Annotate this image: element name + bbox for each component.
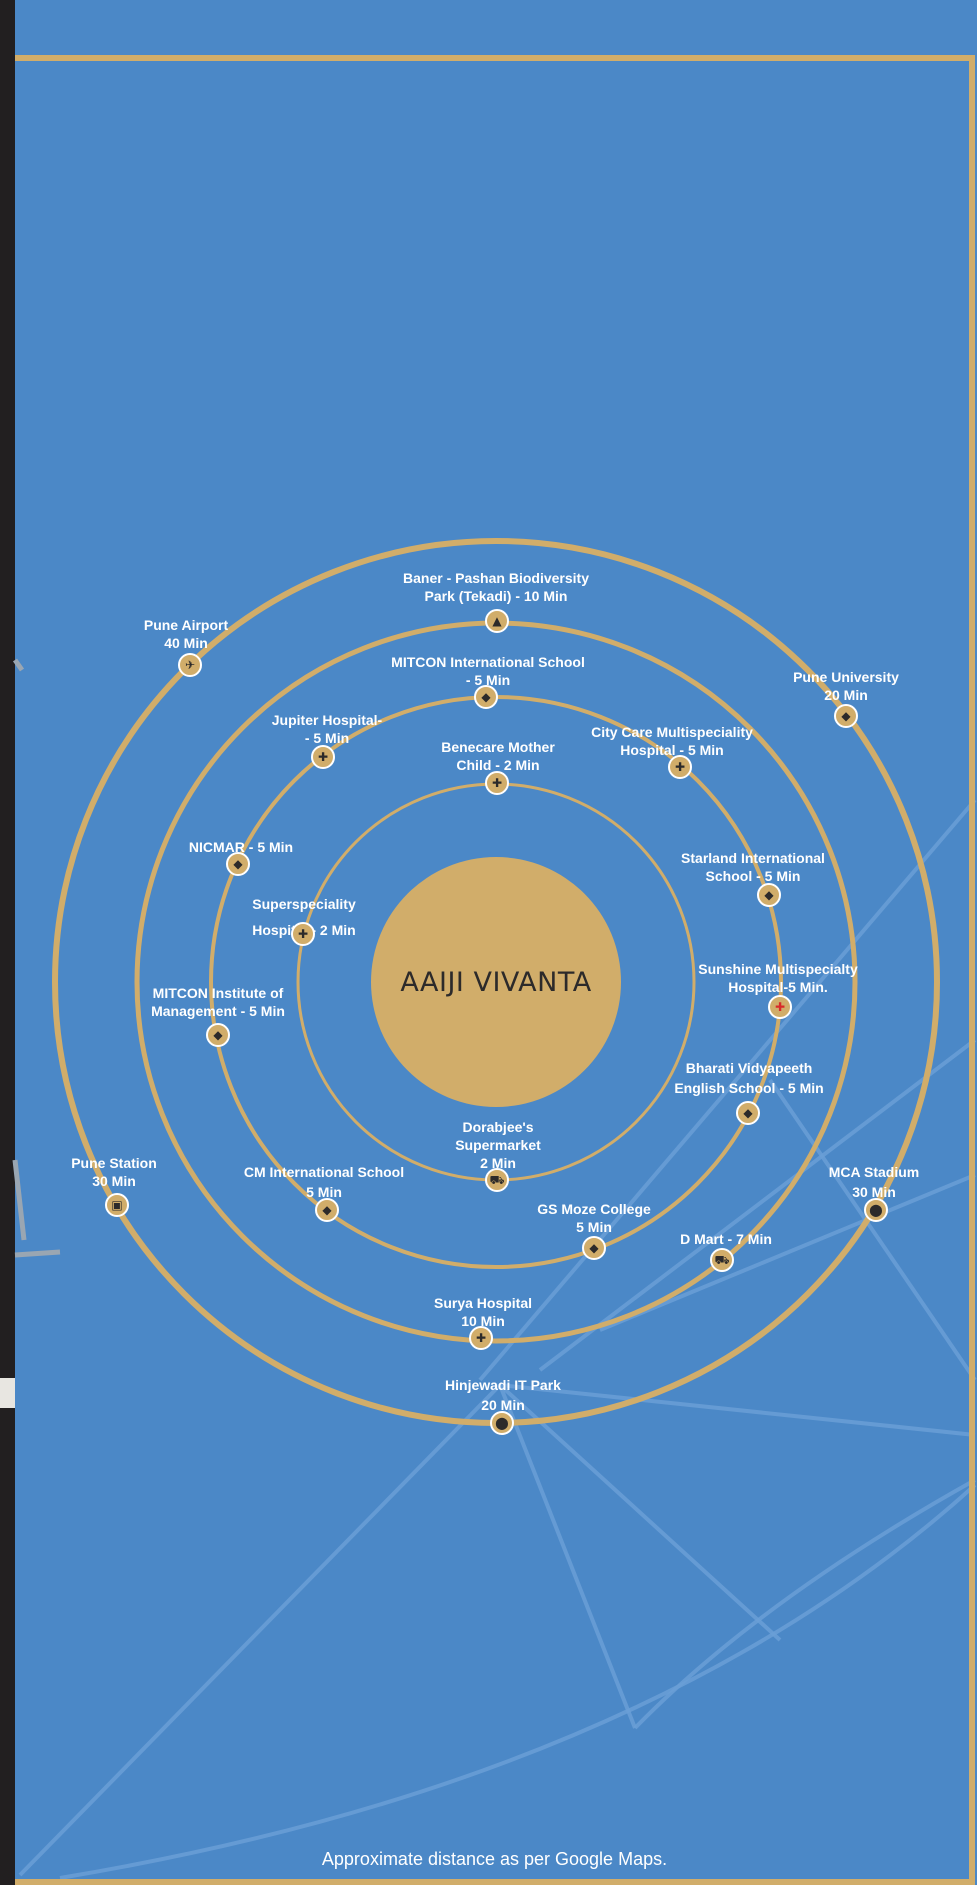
project-title: AAIJI VIVANTA	[400, 966, 592, 998]
place-label-mca-stadium: MCA Stadium 30 Min	[828, 1164, 920, 1200]
map-pin-icon: ⬤	[490, 1411, 514, 1435]
road-line	[498, 1383, 782, 1642]
road-line	[599, 1173, 976, 1332]
place-label-jupiter-hospital: Jupiter Hospital- - 5 Min	[271, 712, 383, 746]
place-label-bharati-vidyapeeth: Bharati Vidyapeeth English School - 5 Mi…	[674, 1060, 824, 1096]
background-roads	[12, 658, 977, 1880]
frame-border-right	[969, 55, 975, 1885]
place-label-baner-pashan: Baner - Pashan Biodiversity Park (Tekadi…	[403, 570, 589, 604]
medical-cross-icon: ✚	[768, 995, 792, 1019]
graduation-cap-icon: ◆	[226, 852, 250, 876]
graduation-cap-icon: ◆	[474, 685, 498, 709]
road-curve	[59, 1483, 977, 1880]
graduation-cap-icon: ◆	[582, 1236, 606, 1260]
place-label-pune-station: Pune Station 30 Min	[71, 1155, 157, 1189]
train-icon: ▣	[105, 1193, 129, 1217]
road-fragment	[12, 658, 61, 1258]
tree-icon: ▲	[485, 609, 509, 633]
left-edge-strip	[0, 0, 15, 1885]
frame-border-bottom	[15, 1879, 973, 1885]
road-line	[499, 1383, 976, 1437]
graduation-cap-icon: ◆	[206, 1023, 230, 1047]
graduation-cap-icon: ◆	[834, 704, 858, 728]
rail-marker	[0, 1378, 15, 1408]
shopping-cart-icon: ⛟	[710, 1248, 734, 1272]
airplane-icon: ✈	[178, 653, 202, 677]
road-line	[18, 1383, 502, 1877]
road-line	[478, 798, 977, 1382]
place-label-mitcon-institute: MITCON Institute of Management - 5 Min	[151, 985, 285, 1019]
medical-cross-icon: ✚	[291, 922, 315, 946]
place-label-dorabjees: Dorabjee's Supermarket 2 Min	[455, 1119, 541, 1171]
place-label-pune-airport: Pune Airport 40 Min	[143, 617, 229, 651]
medical-cross-icon: ✚	[668, 755, 692, 779]
road-line	[768, 1078, 977, 1382]
place-label-gs-moze-college: GS Moze College 5 Min	[537, 1201, 651, 1235]
project-center-disc: AAIJI VIVANTA	[371, 857, 621, 1107]
medical-cross-icon: ✚	[311, 745, 335, 769]
shopping-cart-icon: ⛟	[485, 1168, 509, 1192]
place-label-benecare: Benecare Mother Child - 2 Min	[441, 739, 555, 773]
place-label-cm-international-school: CM International School 5 Min	[243, 1164, 405, 1200]
road-line	[498, 1384, 637, 1729]
graduation-cap-icon: ◆	[757, 883, 781, 907]
frame-border-top	[15, 55, 973, 61]
place-label-hinjewadi-it-park: Hinjewadi IT Park 20 Min	[445, 1377, 561, 1413]
place-label-starland-school: Starland International School - 5 Min	[681, 850, 825, 884]
graduation-cap-icon: ◆	[315, 1198, 339, 1222]
map-pin-icon: ⬤	[864, 1198, 888, 1222]
place-label-mitcon-international-school: MITCON International School - 5 Min	[391, 654, 585, 688]
place-label-nicmar: NICMAR - 5 Min	[188, 839, 294, 855]
road-curve	[633, 1478, 976, 1730]
place-label-city-care-hospital: City Care Multispeciality Hospital - 5 M…	[591, 724, 753, 758]
road-line	[538, 1038, 977, 1372]
place-label-pune-university: Pune University 20 Min	[793, 669, 899, 703]
place-label-d-mart: D Mart - 7 Min	[680, 1231, 772, 1247]
graduation-cap-icon: ◆	[736, 1101, 760, 1125]
rail-icon-fragment	[0, 1378, 15, 1408]
medical-cross-icon: ✚	[469, 1326, 493, 1350]
footnote: Approximate distance as per Google Maps.	[321, 1849, 668, 1869]
medical-cross-icon: ✚	[485, 771, 509, 795]
place-label-sunshine-hospital: Sunshine Multispecialty Hospital-5 Min.	[698, 961, 858, 995]
place-label-surya-hospital: Surya Hospital 10 Min	[433, 1295, 533, 1329]
